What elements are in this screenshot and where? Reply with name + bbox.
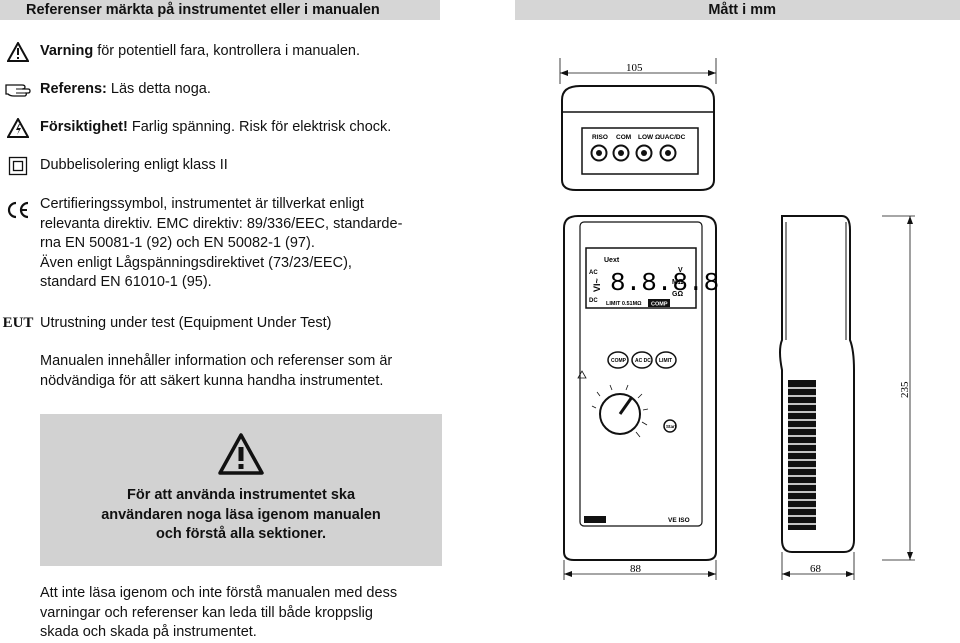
svg-text:RISO: RISO [592,134,608,141]
dimension-front-width: 88 [563,560,717,580]
warning-triangle-icon [217,432,265,481]
section-header-references: Referenser märkta på instrumentet eller … [0,0,440,20]
svg-text:UAC/DC: UAC/DC [660,134,686,141]
symbol-description: Referens: Läs detta noga. [40,81,211,97]
svg-text:AC: AC [589,270,598,276]
instrument-dimension-drawing: 105 RISO COM LOW Ω UAC/DC Uext AC DC VI~… [559,58,915,580]
symbol-description: Försiktighet! Farlig spänning. Risk för … [40,119,392,135]
svg-text:LIMIT 0.51MΩ: LIMIT 0.51MΩ [606,301,642,307]
dimension-label: 88 [630,563,642,575]
svg-text:MΩ: MΩ [672,279,684,286]
svg-text:VI~: VI~ [592,278,602,292]
header-title: Mått i mm [708,2,776,18]
symbol-description: Dubbelisolering enligt klass II [40,157,228,173]
dimension-height: 235 [882,215,915,561]
warning-triangle-icon [0,42,36,62]
svg-text:DC: DC [589,298,598,304]
svg-text:8.8.8.8: 8.8.8.8 [610,268,719,298]
instrument-top-view: RISO COM LOW Ω UAC/DC [561,85,715,191]
symbol-description: Utrustning under test (Equipment Under T… [40,315,332,331]
dimension-label: 105 [626,62,643,74]
grip-ribs [788,380,816,530]
dimension-side-depth: 68 [781,552,855,580]
electric-shock-icon [0,118,36,138]
svg-text:LOW Ω: LOW Ω [638,134,660,141]
warning-message: För att använda instrumentet ska använda… [101,487,381,542]
pointing-hand-icon [0,80,36,98]
footer-note: Att inte läsa igenom och inte förstå man… [40,585,398,640]
svg-text:VE ISO: VE ISO [668,517,690,524]
rotary-selector [591,384,649,438]
instrument-side-view [779,215,855,553]
eut-icon: EUT [2,315,34,331]
svg-text:AC DC: AC DC [635,358,651,364]
svg-text:COMP: COMP [611,358,627,364]
dimension-top-width: 105 [559,58,717,84]
manual-note: Manualen innehåller information och refe… [40,353,393,389]
header-title: Referenser märkta på instrumentet eller … [26,2,380,18]
symbol-description: Varning för potentiell fara, kontrollera… [40,43,360,59]
double-insulation-icon [0,156,36,176]
warning-box: För att använda instrumentet ska använda… [40,414,442,566]
dimension-label: 235 [899,381,911,398]
section-header-dimensions: Mått i mm [515,0,960,20]
instrument-front-view: Uext AC DC VI~ 8.8.8.8 V MΩ GΩ LIMIT 0.5… [563,215,719,561]
svg-text:GΩ: GΩ [672,291,683,298]
svg-text:COMP: COMP [651,302,668,308]
svg-text:LIMIT: LIMIT [659,358,672,364]
front-buttons: COMP AC DC LIMIT [607,351,677,369]
svg-text:COM: COM [616,134,631,141]
terminal-sockets [590,144,677,162]
svg-text:Start: Start [666,424,677,429]
dimension-label: 68 [810,563,822,575]
ce-mark-icon [0,201,36,219]
svg-text:Uext: Uext [604,257,620,264]
symbol-description: Certifieringssymbol, instrumentet är til… [40,196,403,290]
svg-text:V: V [678,267,683,274]
